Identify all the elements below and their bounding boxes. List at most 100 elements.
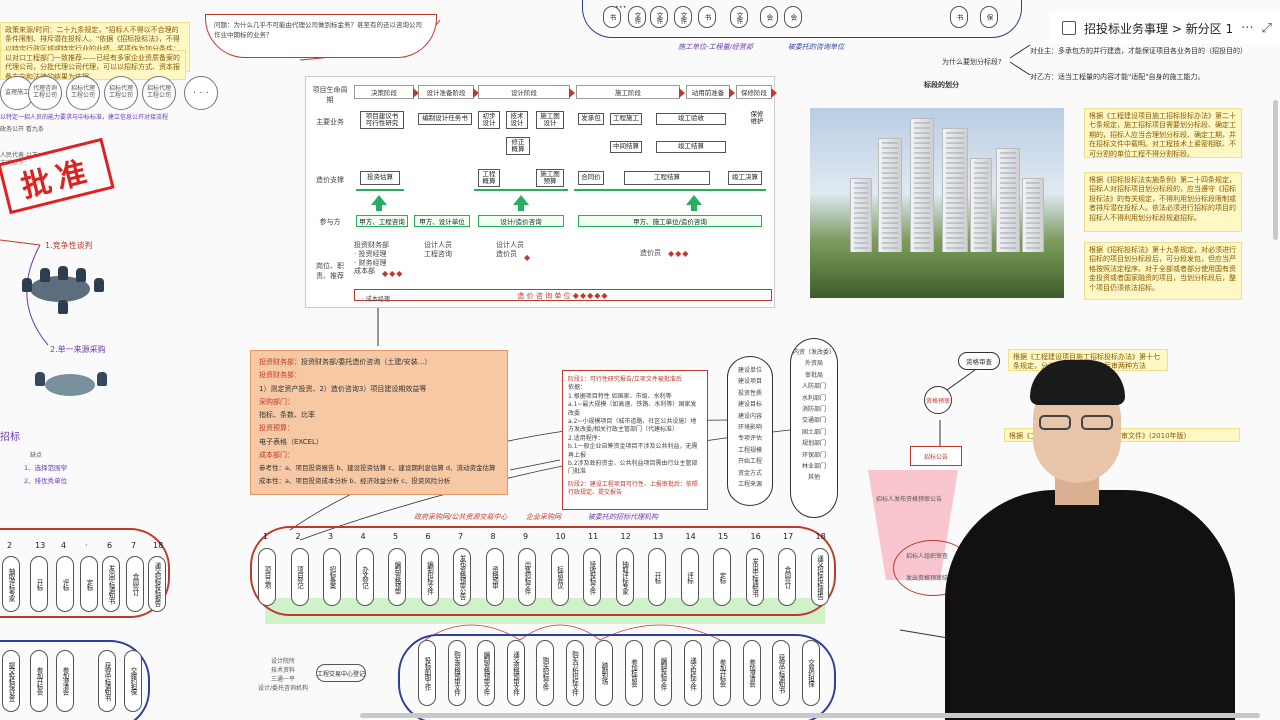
left-note-2: 以对口工程部门一致推荐——已经有多家企业资质备案的代理公司，分批代理公司代理，可…	[0, 50, 186, 80]
bidder-step-pill: 购买资格预审文件	[447, 640, 466, 706]
law-note-3: 根据《招标投标法》第十九条规定，对必须进行招标的项目划分标段后，可分段发包，但应…	[1084, 242, 1242, 300]
breadcrumb[interactable]: 招投标业务事理 > 新分区 1	[1084, 21, 1234, 36]
bidder-step-pill: 递交投标文件	[683, 640, 702, 706]
left-bid-step-pill: 抽取评标专家	[2, 556, 20, 612]
party-box: 甲方、工程咨询	[356, 215, 408, 227]
step-number: 6	[107, 541, 113, 550]
left-bidder-step-pill: 交履约担保	[124, 650, 142, 712]
step-number: 2	[7, 541, 13, 550]
bid-step-pill: 标前会议	[550, 548, 569, 606]
bid-step-pill: 抽取评标专家	[615, 548, 634, 606]
section-title: 标段的划分	[924, 81, 959, 89]
oval-list-a: 建设单位建设项目投资性质建设目标建设内容环境影响专项评估工程规模开始工程资金方式…	[728, 365, 772, 490]
bid-step-pill: 合同签订	[778, 548, 796, 606]
project-info-oval: 建设单位建设项目投资性质建设目标建设内容环境影响专项评估工程规模开始工程资金方式…	[727, 356, 773, 506]
ent-title: 企业采购网	[526, 513, 561, 521]
row-label: 参与方	[319, 218, 341, 226]
lifecycle-diagram: 项目生命周期 主要业务 造价支撑 参与方 岗位、职责、推荐 决策阶段 设计准备阶…	[305, 76, 777, 308]
oval-list-item: 专项评估	[737, 435, 762, 443]
step-number: 2	[295, 532, 301, 541]
consult-title: 被委托的咨询单位	[788, 43, 844, 51]
bidder-process-band	[398, 634, 836, 720]
phase-box: 动用前准备	[686, 85, 735, 99]
left-tiny-1: 政务公开 看九条	[0, 126, 44, 133]
step-number: 1	[263, 532, 269, 541]
left-bid-step-pill: 定标	[80, 556, 98, 612]
green-line	[356, 189, 404, 191]
phase-box: 设计阶段	[478, 85, 575, 99]
design-units: 设计院所 技术资料 三通一平 设计/委托咨询机构	[258, 658, 309, 692]
cost-box: 工程 概算	[478, 169, 500, 187]
review-box: 资格审查	[958, 352, 1000, 370]
construction-title: 施工单位-工程量/经营部	[678, 43, 753, 51]
left-tiny-3: 方式以下：	[0, 160, 31, 167]
bidder-step-pill: 参加澄清会	[742, 640, 761, 706]
left-bid-step-pill: 合同签订	[126, 556, 144, 612]
expand-icon[interactable]: ⤢	[1261, 20, 1272, 36]
green-up-arrow	[686, 195, 702, 211]
step-number: 13	[35, 541, 46, 550]
job-note: 设计人员 造价员	[496, 241, 524, 258]
row-label: 主要业务	[316, 118, 344, 126]
diamonds-c: ◆◆◆	[668, 249, 690, 258]
step-number: 11	[588, 532, 599, 541]
oval-list-item: 消防部门	[801, 405, 826, 413]
row-label: 造价支撑	[316, 176, 344, 184]
step-number: 7	[458, 532, 464, 541]
horizontal-scrollbar[interactable]	[360, 713, 1260, 718]
party-box: 甲方、施工单位/造价咨询	[578, 215, 762, 227]
business-box: 初步 设计	[478, 111, 500, 129]
phase-box: 施工阶段	[576, 85, 685, 99]
bid-invite-box: 招标公告	[910, 446, 962, 466]
building-photo	[810, 108, 1064, 298]
step-number: 8	[490, 532, 496, 541]
job-note: 投资财务部 · 投资经理 · 财务经理 成本部	[354, 241, 389, 276]
step-number: 15	[718, 532, 729, 541]
left-bid-step-pill: 发出中标通知书	[102, 556, 120, 612]
oval-list-item: 环保部门	[801, 451, 826, 459]
bid-label: 招标	[0, 432, 20, 443]
green-line	[474, 189, 568, 191]
bid-step-pill: 定标	[713, 548, 731, 606]
top-more-dots[interactable]: ···	[615, 0, 627, 14]
phase-box: 设计准备阶段	[418, 85, 479, 99]
bid-step-pill: 项目立项	[258, 548, 276, 606]
investment-info-block: 投资财务部：投资财务部/委托造价咨询（土建/安装...） 投资财务部： 1）测定…	[250, 350, 508, 495]
business-box: 保修 维护	[746, 109, 768, 127]
left-purple-note: 以特定一招人员的能力要求与中标标准，建立信息公开对接流程	[0, 114, 169, 121]
step-number: 18	[815, 532, 826, 541]
cost-box: 中间结算	[610, 141, 642, 153]
bid-step-pill: 项目登记	[290, 548, 309, 606]
step-number: 16	[750, 532, 761, 541]
more-icon[interactable]: ···	[1241, 20, 1254, 36]
oval-list-item: 林业部门	[801, 462, 826, 470]
top-pill: 书	[950, 6, 968, 28]
more-circle[interactable]: · · ·	[184, 76, 218, 110]
bidder-step-pill: 参加开标会	[713, 640, 731, 706]
left-bid-step-pill: 递交招标投标报告	[148, 556, 166, 612]
bidder-step-pill: 获得中标通知书	[772, 640, 790, 706]
left-bidder-step-pill: 提交投标保证金	[2, 650, 20, 712]
cost-box: 合同价	[578, 171, 604, 185]
step-number: 9	[523, 532, 529, 541]
oval-list-item: 外资局	[804, 360, 823, 368]
method-1-label: 1.竞争性谈判	[45, 241, 93, 250]
green-line	[574, 189, 766, 191]
oval-list-item: 建设内容	[737, 412, 762, 420]
bidder-step-pill: 交易约担保	[801, 640, 820, 706]
section-question: 为什么要划分标段?	[942, 58, 1002, 66]
bid-step-pill: 递交招标投标报告	[810, 548, 829, 606]
approval-stage-note: 阶段1：可行性研究报告/立项文件被批准后 依据： 1.根据项目特性 如国家、市级…	[562, 370, 708, 510]
business-box: 编制设计任务书	[418, 113, 472, 125]
step-number: 3	[328, 532, 334, 541]
step-number: ·	[85, 541, 88, 550]
diamonds-b: ◆	[524, 253, 532, 262]
bidder-step-pill: 购买招标文件	[536, 640, 554, 706]
bidder-step-pill: 踏勘现场	[595, 640, 613, 706]
top-pill: 文件	[650, 6, 668, 28]
oval-list-item: 交通部门	[801, 417, 826, 425]
bidder-step-pill: 购买分析招标文件	[565, 640, 584, 706]
notebook-icon[interactable]	[1062, 21, 1076, 35]
vertical-scrollbar[interactable]	[1273, 100, 1278, 240]
